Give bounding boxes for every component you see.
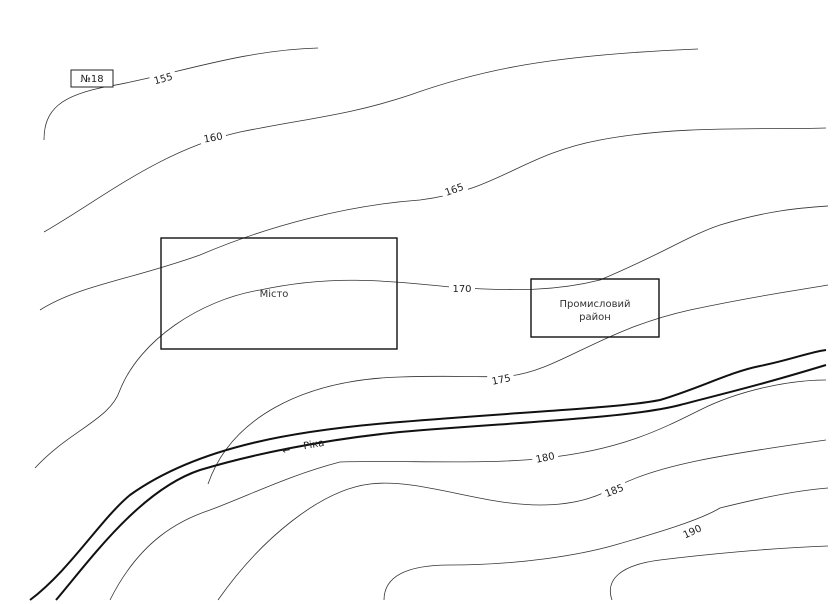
contour-label-bg [530, 447, 560, 467]
river-bank-south [55, 364, 827, 601]
contour-line-170 [34, 205, 829, 469]
river-label-group: ← Ріка [281, 437, 325, 457]
contour-label-165: 165 [439, 177, 469, 201]
river-bank-north [29, 349, 827, 601]
contour-label-bg [486, 369, 516, 389]
contour-label-175: 175 [486, 369, 516, 389]
contour-label-text: 155 [153, 72, 174, 88]
contour-line-190 [383, 487, 829, 601]
industrial-zone[interactable] [530, 278, 660, 338]
contour-line-165 [39, 127, 827, 311]
river-name: Ріка [302, 437, 325, 452]
contour-line-160 [43, 48, 699, 233]
contour-line-180 [109, 379, 827, 601]
contour-label-bg [677, 519, 707, 543]
contour-label-bg [148, 67, 178, 89]
map-number: №18 [80, 74, 103, 85]
contour-label-bg [439, 177, 469, 201]
city-zone[interactable] [160, 237, 398, 350]
contour-label-text: 170 [452, 284, 471, 295]
contour-line-155 [43, 47, 319, 141]
contour-label-bg [198, 127, 228, 147]
flow-arrow-icon: ← [281, 445, 291, 457]
map-number-box [70, 69, 114, 88]
contour-labels: 155 160 165 170 175 180 185 190 [148, 67, 707, 543]
city-label: Місто [260, 288, 289, 300]
contour-label-bg [449, 281, 475, 295]
contour-label-155: 155 [148, 67, 178, 89]
contour-line-extra [610, 545, 829, 601]
contour-label-190: 190 [677, 519, 707, 543]
contour-label-185: 185 [599, 478, 629, 502]
contour-label-text: 180 [535, 451, 556, 466]
contour-label-160: 160 [198, 127, 228, 147]
industrial-label-line2: район [579, 312, 611, 323]
contour-label-text: 160 [203, 131, 224, 145]
industrial-label-line1: Промисловий [560, 299, 631, 310]
contour-label-180: 180 [530, 447, 560, 467]
contour-label-text: 175 [491, 373, 512, 388]
contour-label-170: 170 [449, 281, 475, 295]
contour-label-bg [599, 478, 629, 502]
contour-line-185 [217, 439, 827, 601]
